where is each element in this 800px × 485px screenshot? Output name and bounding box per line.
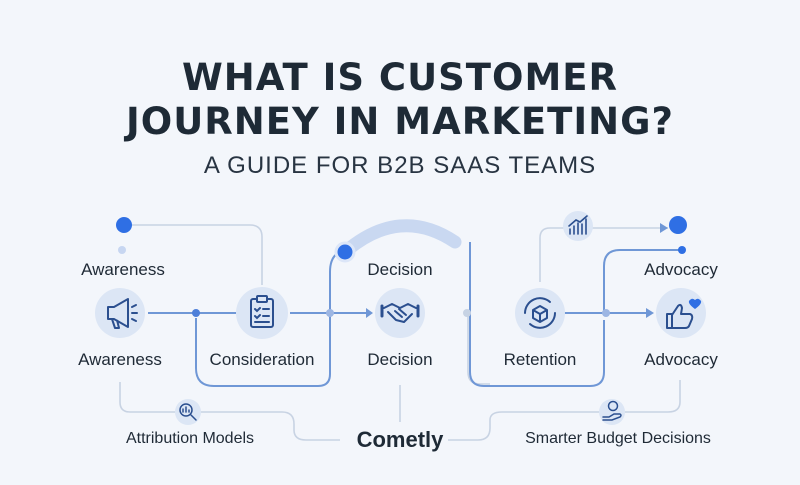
stage-label-retention: Retention <box>503 350 577 369</box>
megaphone-icon <box>107 298 138 329</box>
node-dot-4 <box>602 309 610 317</box>
connector-faint-right <box>467 312 490 385</box>
flow-advocacy-loop <box>603 249 682 313</box>
footer-attribution-models: Attribution Models <box>125 430 255 447</box>
arrow-to-decision <box>366 308 373 318</box>
stage-label-advocacy: Advocacy <box>644 350 718 369</box>
arrow-to-advocacy <box>646 308 654 318</box>
arrow-to-growth-dot <box>660 223 668 233</box>
consideration-icon-bg <box>236 287 288 339</box>
small-dot-right <box>678 246 686 254</box>
node-dot-1 <box>192 309 200 317</box>
attribution-icon-bg <box>175 399 201 425</box>
magnifier-chart-icon <box>179 403 197 421</box>
stage-label-decision-top: Decision <box>367 260 433 279</box>
stage-label-awareness-top: Awareness <box>81 260 165 279</box>
cycle-box-icon <box>524 297 556 329</box>
stage-label-consideration: Consideration <box>209 350 315 369</box>
thumbs-up-heart-icon <box>666 298 702 329</box>
awareness-icon-bg <box>95 288 145 338</box>
handshake-icon <box>380 303 420 323</box>
node-dot-2 <box>326 309 334 317</box>
small-dot-left <box>118 246 126 254</box>
stage-label-awareness: Awareness <box>78 350 162 369</box>
page-subtitle: A GUIDE FOR B2B SAAS TEAMS <box>203 152 597 179</box>
brand-logo-text: Cometly <box>356 427 444 452</box>
start-dot <box>116 217 132 233</box>
page-title-line-2: JOURNEY IN MARKETING? <box>126 100 674 143</box>
budget-icon-bg <box>599 399 625 425</box>
connector-bottom-right <box>448 380 681 441</box>
page-title-line-1: WHAT IS CUSTOMER <box>181 56 619 99</box>
bar-chart-growth-icon <box>568 215 588 235</box>
end-dot <box>669 216 687 234</box>
flow-main-loop <box>195 249 351 387</box>
footer-budget-decisions: Smarter Budget Decisions <box>525 430 711 447</box>
decision-arc <box>338 219 462 259</box>
flow-retention-loop <box>469 242 605 387</box>
stage-label-decision: Decision <box>367 350 433 369</box>
clipboard-checklist-icon <box>250 295 274 328</box>
connector-growth <box>539 227 668 282</box>
hand-coin-icon <box>602 400 622 421</box>
stage-label-advocacy-top: Advocacy <box>644 260 718 279</box>
connector-top-left <box>132 224 263 285</box>
decision-icon-bg <box>375 288 425 338</box>
decision-dot <box>334 241 356 263</box>
node-dot-3 <box>463 309 471 317</box>
connector-bottom-left <box>119 382 340 441</box>
